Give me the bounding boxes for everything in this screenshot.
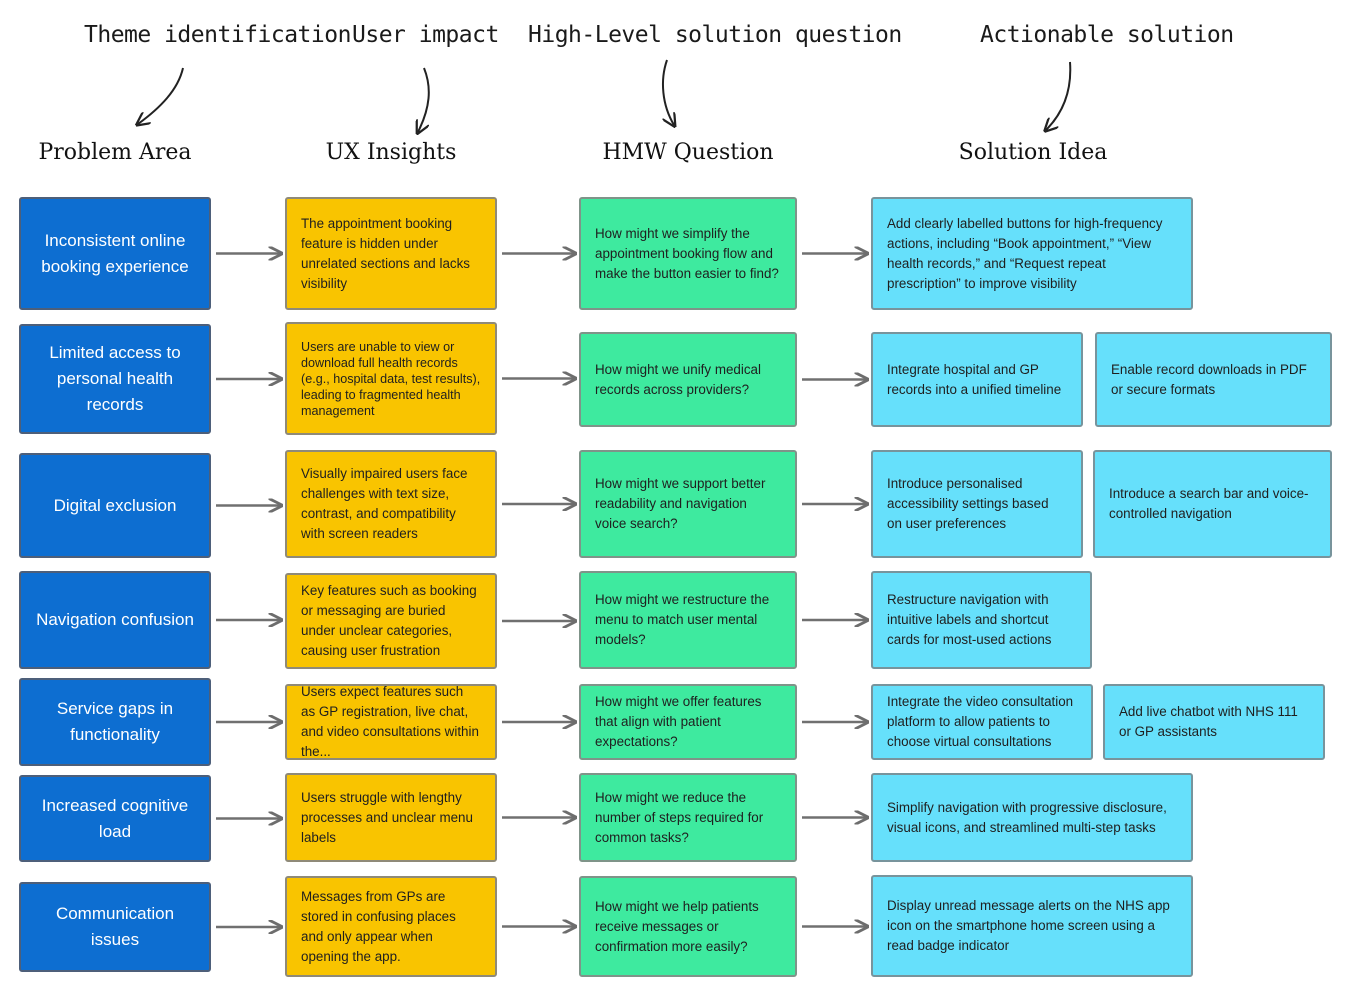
hmw-question-box-5: How might we offer features that align w… — [579, 684, 797, 760]
hmw-question-box-1: How might we simplify the appointment bo… — [579, 197, 797, 310]
problem-area-box-7: Communication issues — [19, 882, 211, 972]
curved-arrow-hl-question — [662, 59, 674, 125]
annotation-user-impact: User impact — [352, 22, 499, 48]
problem-area-box-4-text: Navigation confusion — [36, 610, 194, 629]
problem-area-box-2: Limited access to personal health record… — [19, 324, 211, 434]
solution-idea-box-3-2: Introduce a search bar and voice-control… — [1093, 450, 1332, 558]
ux-insight-box-7-text: Messages from GPs are stored in confusin… — [301, 888, 456, 964]
solution-idea-box-3-1: Introduce personalised accessibility set… — [871, 450, 1083, 558]
column-heading-solution-idea: Solution Idea — [958, 140, 1108, 165]
solution-idea-box-6-1: Simplify navigation with progressive dis… — [871, 773, 1193, 862]
ux-insight-box-2-text: Users are unable to view or download ful… — [301, 339, 481, 418]
problem-area-box-1: Inconsistent online booking experience — [19, 197, 211, 310]
solution-idea-box-5-2-text: Add live chatbot with NHS 111 or GP assi… — [1119, 704, 1298, 739]
problem-area-box-2-text: Limited access to personal health record… — [49, 343, 181, 414]
solution-idea-box-5-1: Integrate the video consultation platfor… — [871, 684, 1093, 760]
solution-idea-box-3-1-text: Introduce personalised accessibility set… — [887, 476, 1049, 531]
hmw-question-box-5-text: How might we offer features that align w… — [595, 694, 762, 749]
ux-insight-box-3: Visually impaired users face challenges … — [285, 450, 497, 558]
ux-insight-box-4: Key features such as booking or messagin… — [285, 573, 497, 669]
ux-insight-box-3-text: Visually impaired users face challenges … — [301, 466, 468, 541]
problem-area-box-7-text: Communication issues — [55, 904, 175, 949]
hmw-question-box-6-text: How might we reduce the number of steps … — [595, 789, 764, 845]
solution-idea-box-6-1-text: Simplify navigation with progressive dis… — [887, 799, 1167, 835]
solution-idea-box-2-2-text: Enable record downloads in PDF or secure… — [1111, 361, 1307, 397]
hmw-question-box-2: How might we unify medical records acros… — [579, 332, 797, 427]
solution-idea-box-2-1-text: Integrate hospital and GP records into a… — [887, 361, 1062, 397]
solution-idea-box-2-2: Enable record downloads in PDF or secure… — [1095, 332, 1332, 427]
hmw-question-box-4-text: How might we restructure the menu to mat… — [595, 592, 770, 647]
solution-idea-box-4-1-text: Restructure navigation with intuitive la… — [887, 592, 1052, 647]
solution-idea-box-3-2-text: Introduce a search bar and voice-control… — [1109, 486, 1309, 521]
solution-idea-box-5-1-text: Integrate the video consultation platfor… — [887, 694, 1074, 749]
ux-insight-box-1: The appointment booking feature is hidde… — [285, 197, 497, 310]
ux-insight-box-5-text: Users expect features such as GP registr… — [301, 684, 479, 759]
ux-insight-box-2: Users are unable to view or download ful… — [285, 322, 497, 435]
hmw-question-box-6: How might we reduce the number of steps … — [579, 773, 797, 862]
ux-insight-box-6: Users struggle with lengthy processes an… — [285, 773, 497, 862]
ux-insight-box-7: Messages from GPs are stored in confusin… — [285, 876, 497, 977]
hmw-question-box-7: How might we help patients receive messa… — [579, 876, 797, 977]
annotation-high-level-solution-question: High-Level solution question — [528, 22, 902, 48]
ux-insight-box-1-text: The appointment booking feature is hidde… — [301, 215, 470, 291]
curved-arrow-theme — [138, 67, 184, 124]
problem-area-box-4: Navigation confusion — [19, 571, 211, 669]
solution-idea-box-4-1: Restructure navigation with intuitive la… — [871, 571, 1092, 669]
column-heading-hmw-question: HMW Question — [602, 140, 774, 165]
hmw-question-box-4: How might we restructure the menu to mat… — [579, 571, 797, 669]
problem-area-box-1-text: Inconsistent online booking experience — [41, 230, 189, 276]
hmw-question-box-3-text: How might we support better readability … — [595, 476, 766, 531]
solution-idea-box-2-1: Integrate hospital and GP records into a… — [871, 332, 1083, 427]
hmw-question-box-7-text: How might we help patients receive messa… — [595, 898, 759, 954]
annotation-theme-identification: Theme identification — [84, 22, 351, 48]
ux-insight-box-5: Users expect features such as GP registr… — [285, 684, 497, 760]
solution-idea-box-1-1-text: Add clearly labelled buttons for high-fr… — [887, 215, 1163, 291]
problem-area-box-6: Increased cognitive load — [19, 775, 211, 862]
problem-area-box-6-text: Increased cognitive load — [41, 795, 189, 841]
hmw-question-box-1-text: How might we simplify the appointment bo… — [595, 225, 779, 281]
curved-arrow-impact — [418, 67, 430, 132]
problem-area-box-3-text: Digital exclusion — [53, 495, 177, 515]
solution-idea-box-7-1-text: Display unread message alerts on the NHS… — [887, 898, 1170, 953]
problem-area-box-5: Service gaps in functionality — [19, 678, 211, 766]
problem-area-box-5-text: Service gaps in functionality — [56, 699, 174, 744]
column-heading-ux-insights: UX Insights — [325, 140, 457, 165]
solution-idea-box-1-1: Add clearly labelled buttons for high-fr… — [871, 197, 1193, 310]
curved-arrow-actionable — [1046, 61, 1072, 130]
ux-insight-box-6-text: Users struggle with lengthy processes an… — [301, 789, 473, 845]
hmw-question-box-2-text: How might we unify medical records acros… — [595, 361, 761, 397]
solution-idea-box-7-1: Display unread message alerts on the NHS… — [871, 875, 1193, 977]
hmw-question-box-3: How might we support better readability … — [579, 450, 797, 558]
column-heading-problem-area: Problem Area — [38, 140, 192, 165]
solution-idea-box-5-2: Add live chatbot with NHS 111 or GP assi… — [1103, 684, 1325, 760]
problem-area-box-3: Digital exclusion — [19, 453, 211, 558]
annotation-actionable-solution: Actionable solution — [980, 22, 1234, 48]
ux-insight-box-4-text: Key features such as booking or messagin… — [301, 583, 477, 658]
